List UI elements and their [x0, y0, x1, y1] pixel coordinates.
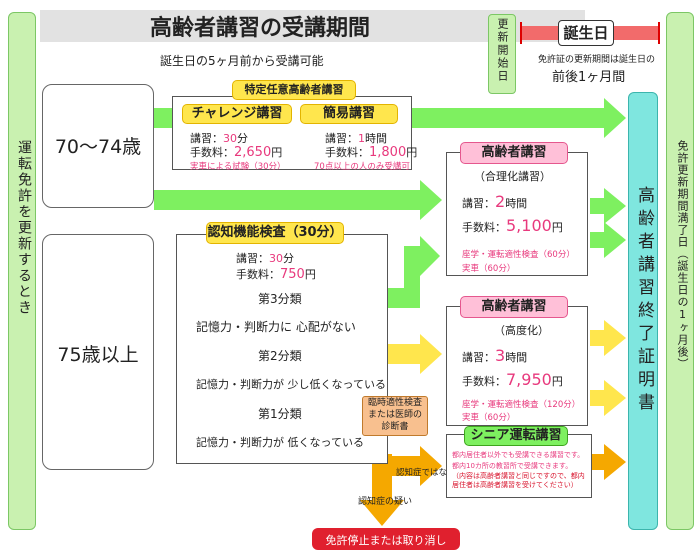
arrow-orange-7	[590, 444, 626, 480]
cognitive-title: 認知機能検査（30分）	[206, 222, 344, 244]
age-75-label: 75歳以上	[57, 344, 139, 366]
birthday-box	[558, 20, 614, 46]
class2-desc: 記憶力・判断力が 少し低くなっている	[196, 378, 386, 391]
certificate-label: 高齢者講習終了証明書	[634, 186, 654, 416]
arrow-green-4	[590, 222, 626, 258]
special-header: 特定任意高齢者講習	[232, 80, 356, 100]
advanced-note1: 座学・運転適性検査（120分）	[462, 400, 581, 410]
simple-hours: 講習：1時間	[325, 132, 387, 145]
left-bar	[8, 12, 36, 530]
dementia-label: 認知症の疑い	[358, 497, 413, 507]
class3-label: 第3分類	[258, 292, 302, 306]
birthday-label: 誕生日	[563, 24, 609, 42]
suspend-box	[312, 528, 460, 550]
rational-title: 高齢者講習	[460, 142, 568, 164]
certificate-bar	[628, 92, 658, 530]
right-bar	[666, 12, 694, 530]
start-label-box	[488, 14, 516, 94]
advanced-panel	[446, 306, 588, 426]
start-label: 更新開始日	[496, 18, 509, 83]
arrow-green-3	[590, 188, 626, 224]
rational-panel	[446, 152, 588, 276]
left-bar-label: 運転免許を更新するとき	[16, 140, 32, 316]
suspend-label: 免許停止または取り消し	[325, 534, 447, 547]
rational-hours: 講習：2時間	[462, 192, 528, 211]
challenge-title: チャレンジ講習	[182, 104, 292, 124]
age-70-box	[42, 84, 154, 208]
senior-title: シニア運転講習	[464, 426, 568, 446]
advanced-title: 高齢者講習	[460, 296, 568, 318]
class1-desc: 記憶力・判断力が 低くなっている	[196, 436, 364, 449]
cognitive-fee: 手数料：750円	[236, 267, 316, 282]
rational-note1: 座学・運転適性検査（60分）	[462, 250, 575, 260]
clinical-box	[362, 396, 428, 436]
rational-fee: 手数料：5,100円	[462, 216, 563, 235]
not-dementia-label: 認知症ではない	[396, 468, 456, 478]
right-bar-label: 免許更新期間満了日（誕生日の1ヶ月後）	[676, 140, 689, 370]
arrow-orange-right	[392, 446, 442, 486]
senior-note2: 都内10カ所の教習所で受講できます。	[452, 462, 573, 470]
age-75-box	[42, 234, 154, 470]
period-note: 免許証の更新期間は誕生日の	[538, 55, 656, 65]
senior-note3: （内容は高齢者講習と同じですので、都内居住者は高齢者講習を受けてください）	[452, 472, 585, 489]
advanced-note2: 実車（60分）	[462, 413, 516, 423]
arrow-yellow-5	[590, 320, 626, 356]
simple-fee: 手数料：1,800円	[325, 145, 418, 160]
advanced-sub: （高度化）	[494, 324, 549, 337]
rational-note2: 実車（60分）	[462, 264, 516, 274]
cognitive-panel	[176, 234, 388, 464]
page-title: 高齢者講習の受講期間	[150, 16, 371, 41]
age-70-label: 70〜74歳	[54, 136, 142, 158]
arrow-green-2	[154, 180, 442, 220]
advanced-fee: 手数料：7,950円	[462, 370, 563, 389]
class1-label: 第1分類	[258, 407, 302, 421]
simple-note: 70点以上の人のみ受講可	[314, 162, 410, 172]
clinical-label: 臨時適性検査または医師の診断書	[367, 398, 422, 432]
rational-sub: （合理化講習）	[474, 170, 551, 183]
challenge-note: 実車による試験（30分）	[190, 162, 286, 172]
cognitive-hours: 講習：30分	[236, 252, 294, 265]
simple-title: 簡易講習	[300, 104, 398, 124]
class3-desc: 記憶力・判断力に 心配がない	[196, 320, 356, 334]
arrow-orange-down	[360, 454, 404, 526]
subtitle: 誕生日の5ヶ月前から受講可能	[160, 54, 324, 68]
senior-note1: 都内居住者以外でも受講できる講習です。	[452, 451, 585, 459]
challenge-fee: 手数料：2,650円	[190, 145, 283, 160]
advanced-hours: 講習：3時間	[462, 346, 528, 365]
class2-label: 第2分類	[258, 349, 302, 363]
challenge-hours: 講習：30分	[190, 132, 248, 145]
period-main: 前後1ヶ月間	[552, 70, 626, 85]
arrow-yellow-6	[590, 380, 626, 416]
